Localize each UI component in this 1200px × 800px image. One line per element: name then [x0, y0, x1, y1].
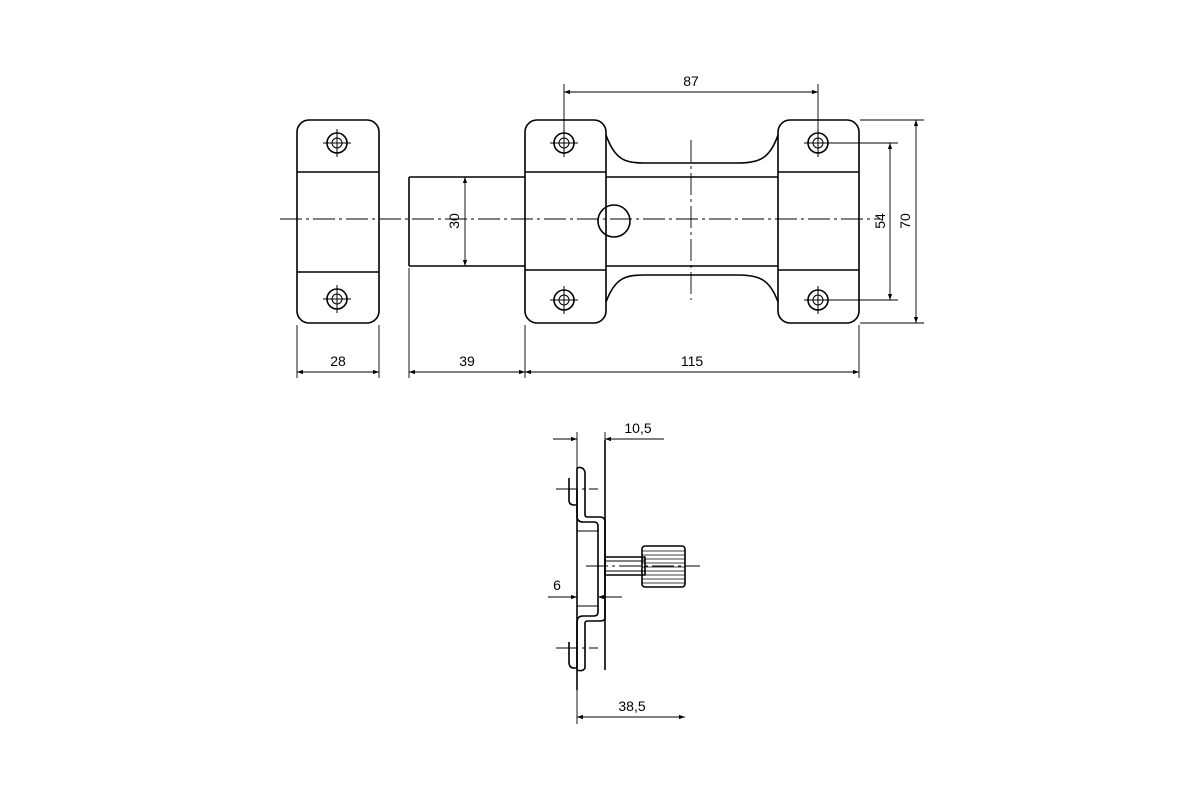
plate-profile: [576, 468, 599, 668]
body-left-block: [524, 119, 607, 324]
body-left-bottom-screw-hole: [550, 286, 578, 314]
dim-gap: 39: [409, 353, 525, 375]
keeper-bottom-screw-hole: [323, 285, 351, 313]
dim-plate-offset-label: 10,5: [624, 420, 651, 436]
dim-keeper-width: 28: [297, 353, 379, 375]
dim-overall-depth: 38,5: [576, 670, 685, 724]
keeper-top-screw-hole: [323, 129, 351, 157]
dim-gap-label: 39: [459, 353, 475, 369]
keeper-part: [296, 119, 380, 324]
dim-overall-depth-label: 38,5: [618, 698, 645, 714]
bolt-part: [408, 176, 525, 267]
dim-body-length: 115: [525, 353, 859, 375]
top-flange: [568, 478, 577, 506]
knob-hole: [597, 204, 631, 238]
plate-profile-outer: [576, 466, 606, 672]
dim-hole-spacing: 87: [563, 73, 819, 130]
dim-hole-vertical-label: 54: [872, 213, 888, 229]
body-left-top-screw-hole: [550, 129, 578, 157]
dim-keeper-width-label: 28: [330, 353, 346, 369]
bottom-flange: [568, 642, 577, 669]
body-right-block: [777, 119, 860, 324]
dim-plate-thickness: 6: [548, 577, 622, 600]
dim-plate-offset: 10,5: [553, 420, 664, 468]
body-right-bottom-screw-hole: [804, 286, 832, 314]
knurled-knob: [641, 545, 686, 588]
dim-overall-height: 70: [860, 119, 924, 324]
body-middle-housing: [605, 134, 779, 303]
dim-overall-height-label: 70: [897, 213, 913, 229]
dim-bolt-diameter-label: 30: [446, 213, 462, 229]
dim-hole-spacing-label: 87: [683, 73, 699, 89]
dim-body-length-label: 115: [681, 353, 704, 369]
side-view: 10,5 6 38,5: [548, 420, 700, 724]
front-view: 87 30 54 70 28: [280, 73, 924, 378]
dim-hole-vertical: 54: [830, 142, 898, 301]
body-right-top-screw-hole: [804, 129, 832, 157]
dim-plate-thickness-label: 6: [553, 577, 561, 593]
dim-bolt-diameter: 30: [446, 177, 468, 266]
